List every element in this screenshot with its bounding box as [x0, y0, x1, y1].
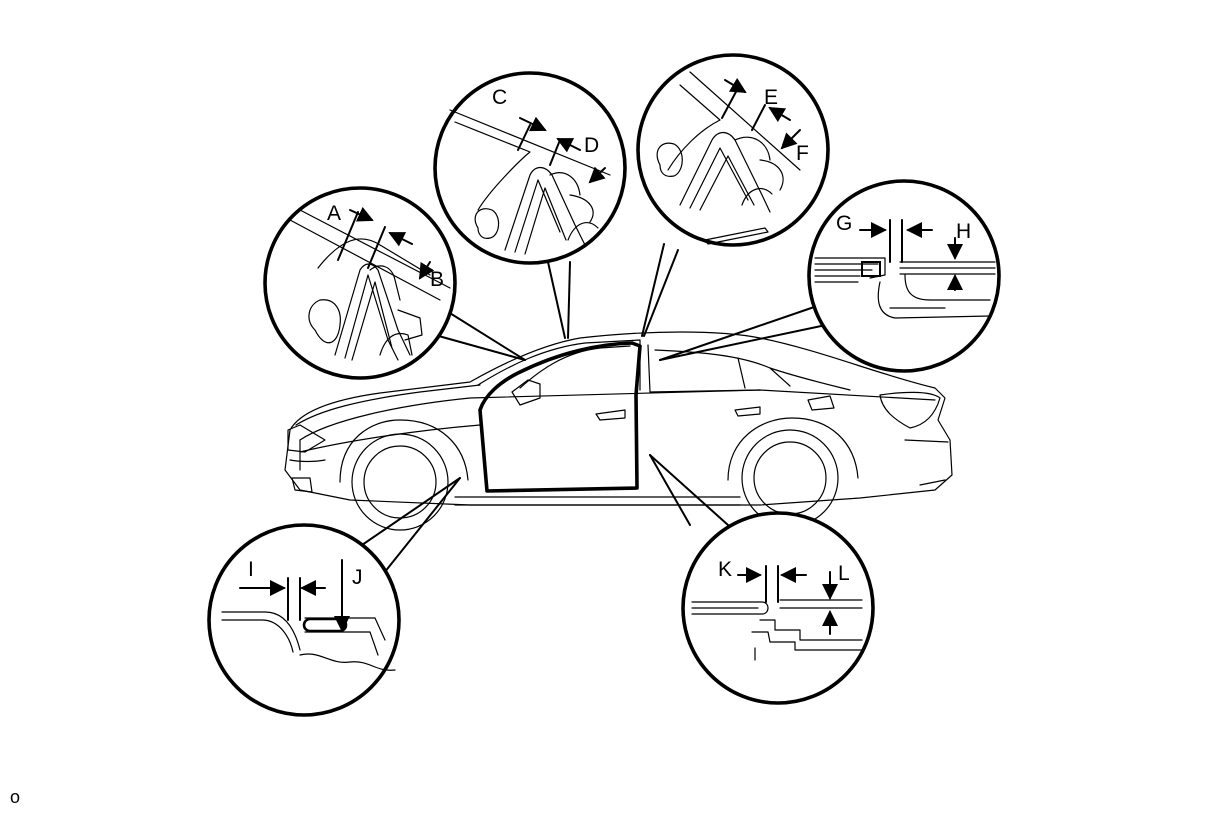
label-j: J [352, 566, 363, 589]
label-i: I [248, 558, 254, 581]
label-g: G [836, 212, 852, 235]
label-l: L [838, 562, 850, 585]
label-k: K [718, 558, 732, 581]
detail-circle-ab: A B [263, 186, 457, 380]
label-h: H [956, 220, 971, 243]
detail-circle-gh: G H [807, 179, 1001, 373]
detail-circle-cd: C D [433, 71, 627, 265]
detail-circle-ij: I J [207, 523, 401, 717]
front-door-handle [595, 409, 626, 421]
illustration-code: o [10, 787, 21, 807]
leader-lines [361, 243, 827, 574]
label-c: C [492, 86, 507, 109]
detail-circle-kl: K L [681, 511, 875, 705]
label-d: D [584, 134, 599, 157]
front-door [478, 341, 642, 493]
label-b: B [430, 268, 444, 291]
label-f: F [796, 142, 809, 165]
label-e: E [764, 86, 778, 109]
label-a: A [327, 202, 341, 225]
detail-circle-ef: E F [636, 53, 830, 247]
